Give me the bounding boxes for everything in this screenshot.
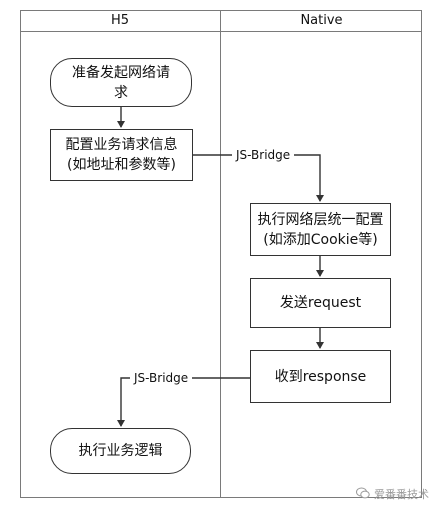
receive-response-node: 收到response [250,350,391,403]
watermark-text: 爱番番技术 [374,488,429,501]
start-node: 准备发起网络请 求 [50,58,192,107]
lane-title-h5: H5 [110,13,130,28]
wechat-icon [356,487,370,499]
config-request-node: 配置业务请求信息 (如地址和参数等) [50,129,193,181]
send-request-node: 发送request [250,278,391,328]
business-logic-node: 执行业务逻辑 [50,428,191,474]
lane-divider [220,10,221,498]
edge-label-js-bridge-to-h5: JS-Bridge [130,370,193,386]
lane-title-native: Native [300,13,343,28]
edge-label-js-bridge-to-native: JS-Bridge [232,147,295,163]
swimlane-frame [20,10,422,498]
arrow-receive-to-h5 [117,377,250,427]
lane-header-divider [20,31,422,32]
network-config-node: 执行网络层统一配置 (如添加Cookie等) [250,203,391,256]
